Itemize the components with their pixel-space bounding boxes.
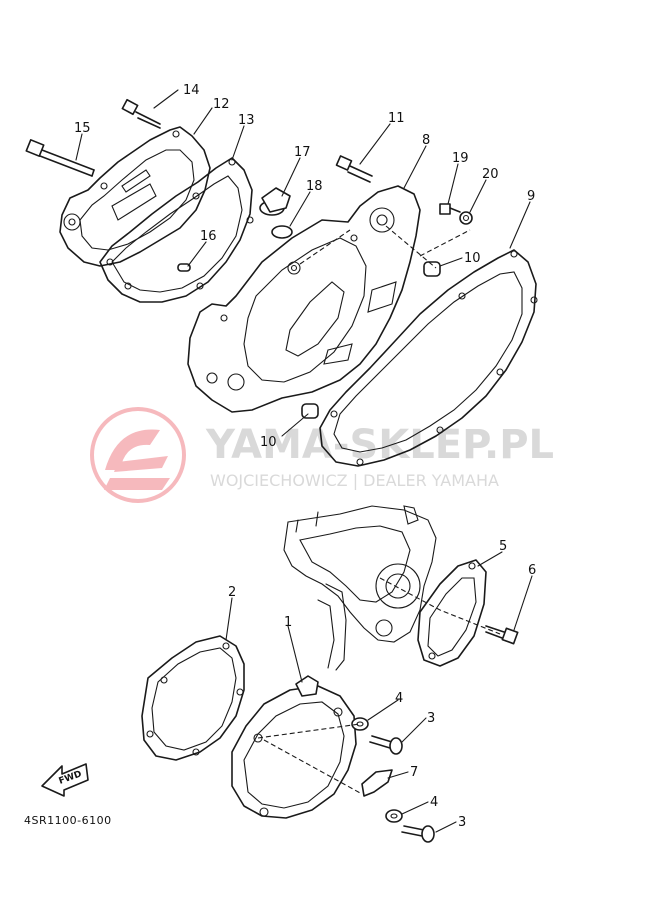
fwd-arrow-icon: FWD [41,763,89,797]
callout-6: 6 [528,563,536,578]
crankcase-cover [187,185,421,413]
leader-lines [75,89,533,833]
pin-16 [177,263,191,272]
screw-3-lower [401,825,435,843]
callout-3-lower: 3 [458,815,466,830]
callout-10-lower: 10 [260,435,277,450]
callout-1: 1 [284,615,292,630]
callout-9: 9 [527,189,535,204]
bolt-14 [121,98,161,129]
clamp-7 [361,769,393,797]
washer-4-lower [385,809,403,823]
clutch-cover-gasket [99,157,254,303]
bolt-11 [335,155,373,183]
crankcase-gasket [319,249,538,467]
generator-cover [231,675,357,819]
callout-2: 2 [228,585,236,600]
callout-18: 18 [306,179,323,194]
clutch-cover [59,126,211,267]
o-ring-18 [271,225,293,239]
dowel-10-lower [301,403,319,419]
generator-cover-gasket [141,635,245,761]
watermark-subtitle: WOJCIECHOWICZ | DEALER YAMAHA [210,471,499,490]
bolt-19 [439,203,461,215]
callout-19: 19 [452,151,469,166]
callout-10-upper: 10 [464,251,481,266]
callouts: 14 12 13 15 11 8 19 20 9 17 18 16 10 10 … [74,83,536,830]
diagram-code: 4SR1100-6100 [24,814,112,827]
bolt-6 [485,625,519,645]
callout-17: 17 [294,145,311,160]
screw-3-upper [369,735,403,755]
callout-4-upper: 4 [395,691,403,706]
callout-5: 5 [499,539,507,554]
watermark-logo [90,407,186,503]
bolt-15 [25,139,95,177]
callout-4-lower: 4 [430,795,438,810]
callout-14: 14 [183,83,200,98]
plug-17 [259,187,291,216]
callout-12: 12 [213,97,230,112]
engine-outline [283,505,437,671]
callout-7: 7 [410,765,418,780]
callout-16: 16 [200,229,217,244]
dowel-10-upper [423,261,441,277]
callout-20: 20 [482,167,499,182]
washer-20 [459,211,473,225]
stator-cover [417,559,487,667]
callout-3-upper: 3 [427,711,435,726]
callout-11: 11 [388,111,405,126]
washer-4-upper [351,717,369,731]
callout-15: 15 [74,121,91,136]
callout-13: 13 [238,113,255,128]
callout-8: 8 [422,133,430,148]
